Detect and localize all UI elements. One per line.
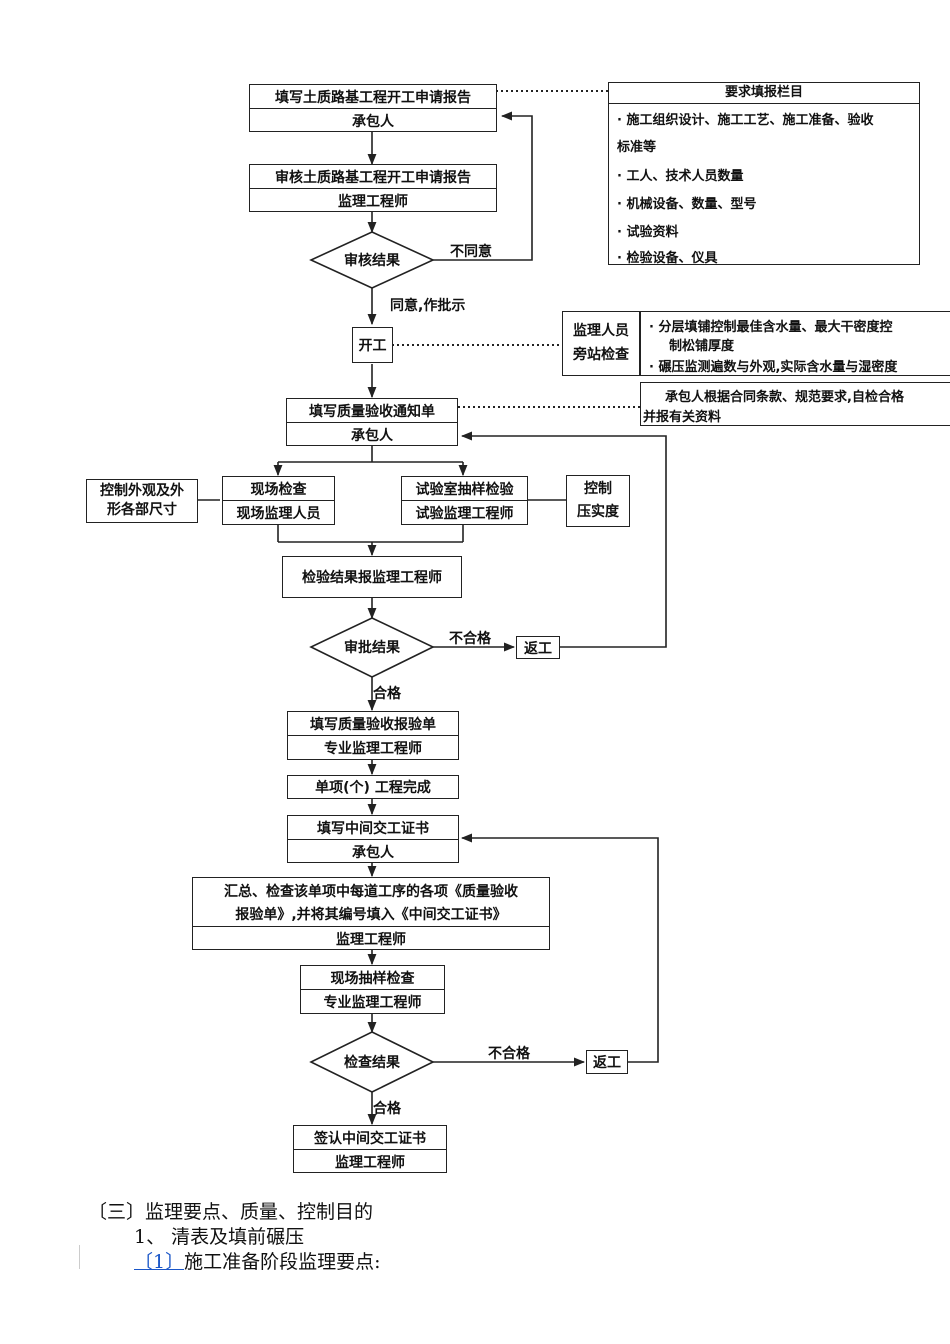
fail2-label: 不合格 [488,1046,530,1062]
summary-line2: 报验单》,并将其编号填入《中间交工证书》 [235,907,507,923]
control-outer-line1: 控制外观及外 [100,483,184,499]
fill-report-role: 专业监理工程师 [288,735,458,760]
box-quality-notice: 填写质量验收通知单 承包人 [286,398,458,446]
supervisor-line1: 监理人员 [573,323,629,339]
box-rework1: 返工 [516,636,560,659]
box-report-result: 检验结果报监理工程师 [282,556,462,598]
diamond-review-result [309,231,435,289]
box-control-outer: 控制外观及外 形各部尺寸 [86,479,198,523]
lab-check-role: 试验监理工程师 [402,500,527,525]
note-requirements: 要求填报栏目 · 施工组织设计、施工工艺、施工准备、验收 标准等 · 工人、技术… [608,82,920,266]
fail1-label: 不合格 [449,631,491,647]
box-control-compaction: 控制 压实度 [566,475,630,527]
fill-report-title: 填写质量验收报验单 [310,716,436,733]
lab-check-title: 试验室抽样检验 [415,481,514,498]
req-title: 要求填报栏目 [609,83,919,104]
fill-cert-role: 承包人 [288,839,458,863]
box-lab-check: 试验室抽样检验 试验监理工程师 [401,476,528,525]
pass1-label: 合格 [373,686,401,702]
pass2-label: 合格 [373,1101,401,1117]
item-1-1-heading: 〔1〕施工准备阶段监理要点: [134,1247,381,1274]
arrow-disagree-loop [433,111,533,261]
site-check-title: 现场检查 [250,481,307,498]
agree-label: 同意,作批示 [390,298,466,314]
site-check-role: 现场监理人员 [223,500,334,525]
supervisor-line2: 旁站检查 [573,347,629,363]
item-1-heading: 1、 清表及填前碾压 [134,1226,305,1248]
diamond-check-result [309,1031,435,1093]
quality-notice-role: 承包人 [287,422,457,446]
sup-item-1a: · 分层填铺控制最佳含水量、最大干密度控 [649,320,893,335]
review-report-role: 监理工程师 [250,188,496,212]
sign-cert-role: 监理工程师 [294,1149,446,1173]
sample-check-role: 专业监理工程师 [301,989,444,1014]
req-item-1b: 标准等 [617,140,657,155]
arrow-rework1-loop [460,431,667,648]
control-outer-line2: 形各部尺寸 [107,502,177,518]
box-start: 开工 [352,327,393,363]
box-review-report: 审核土质路基工程开工申请报告 监理工程师 [249,164,497,212]
sign-cert-title: 签认中间交工证书 [314,1130,426,1147]
margin-marker [79,1245,80,1269]
apply-report-role: 承包人 [250,108,496,132]
control-comp-line1: 控制 [584,481,612,497]
box-supervisor: 监理人员 旁站检查 [562,311,640,376]
summary-role: 监理工程师 [193,926,549,950]
apply-report-title: 填写土质路基工程开工申请报告 [275,89,471,106]
review-report-title: 审核土质路基工程开工申请报告 [275,169,471,186]
box-item-done: 单项(个) 工程完成 [287,775,459,799]
note-supervisor: · 分层填铺控制最佳含水量、最大干密度控 制松铺厚度 · 碾压监测遍数与外观,实… [640,311,950,376]
check-result-label: 检查结果 [344,1055,400,1071]
req-item-1a: · 施工组织设计、施工工艺、施工准备、验收 [617,113,874,128]
box-apply-report: 填写土质路基工程开工申请报告 承包人 [249,84,497,132]
control-comp-line2: 压实度 [577,504,619,520]
req-item-2: · 工人、技术人员数量 [617,169,744,184]
box-summary: 汇总、检查该单项中每道工序的各项《质量验收 报验单》,并将其编号填入《中间交工证… [192,877,550,950]
sup-item-2: · 碾压监测遍数与外观,实际含水量与湿密度 [649,360,898,375]
fill-cert-title: 填写中间交工证书 [317,820,429,837]
box-sample-check: 现场抽样检查 专业监理工程师 [300,965,445,1014]
box-rework2: 返工 [586,1050,628,1074]
req-item-3: · 机械设备、数量、型号 [617,197,757,212]
note-contractor: 承包人根据合同条款、规范要求,自检合格 并报有关资料 [640,382,950,426]
contractor-line2: 并报有关资料 [643,410,722,425]
arrow-rework2-loop [460,833,659,1063]
sup-item-1b: 制松铺厚度 [669,339,735,354]
section-heading: 〔三〕监理要点、质量、控制目的 [88,1201,374,1223]
box-fill-cert: 填写中间交工证书 承包人 [287,815,459,863]
review-result-label: 审核结果 [344,253,400,269]
sample-check-title: 现场抽样检查 [330,970,415,987]
box-fill-report: 填写质量验收报验单 专业监理工程师 [287,711,459,760]
box-sign-cert: 签认中间交工证书 监理工程师 [293,1125,447,1173]
item-1-1-number[interactable]: 〔1〕 [134,1251,185,1273]
summary-line1: 汇总、检查该单项中每道工序的各项《质量验收 [224,884,518,900]
req-item-4: · 试验资料 [617,225,679,240]
req-item-5: · 检验设备、仪具 [617,251,718,266]
disagree-label: 不同意 [450,244,492,260]
diamond-approve-result [309,617,435,678]
contractor-line1: 承包人根据合同条款、规范要求,自检合格 [665,390,904,405]
item-1-1-text: 施工准备阶段监理要点: [184,1251,381,1273]
approve-result-label: 审批结果 [344,640,400,656]
quality-notice-title: 填写质量验收通知单 [309,403,435,420]
box-site-check: 现场检查 现场监理人员 [222,476,335,525]
